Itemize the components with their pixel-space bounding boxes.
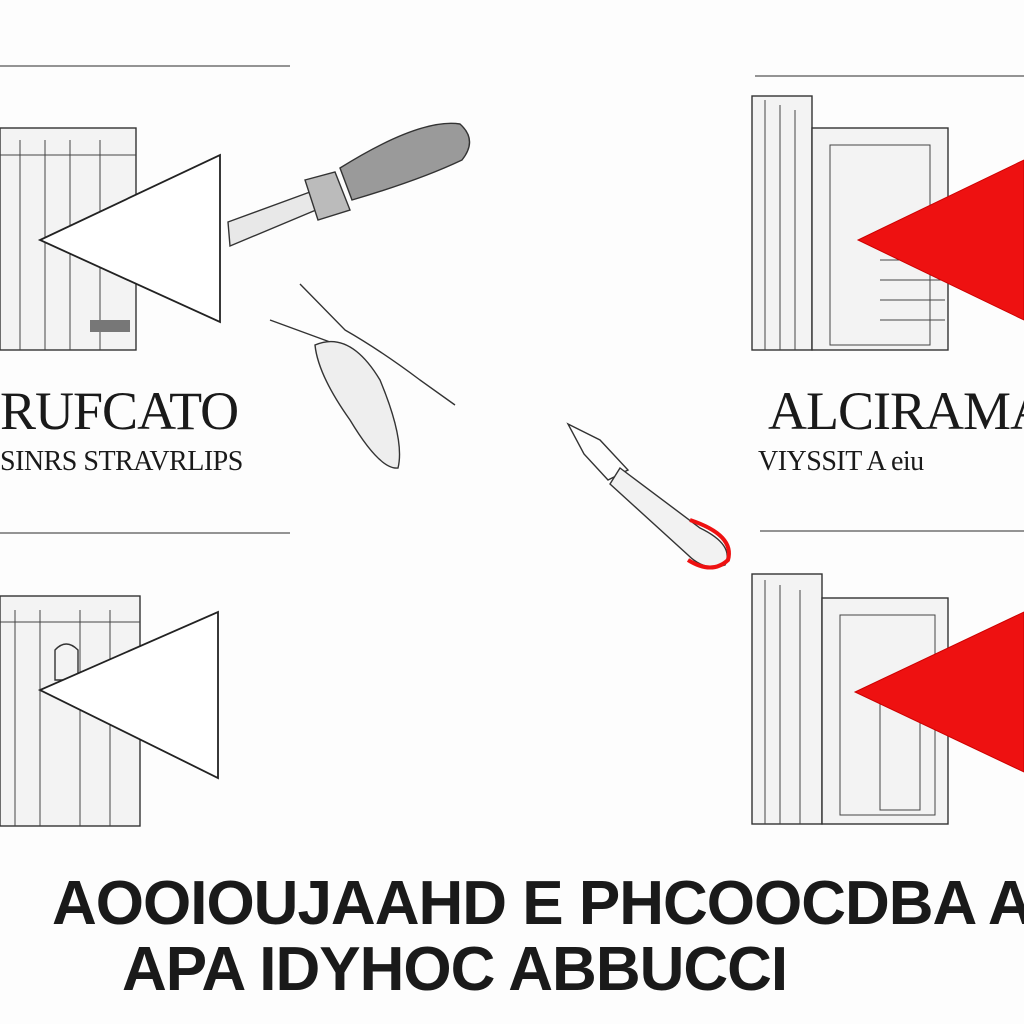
top-right-building bbox=[751, 95, 949, 351]
footer-line-2: APA IDYHOC ABBUCCI bbox=[122, 935, 788, 1004]
bottom-right-red-triangle bbox=[853, 611, 1024, 773]
brush-icon bbox=[566, 422, 731, 570]
top-right-red-triangle bbox=[856, 159, 1024, 321]
top-left-triangle bbox=[37, 153, 221, 324]
footer-line-1: AOOIOUJAAHD E PHCOOCDBA A bbox=[52, 869, 1024, 938]
screwdriver-icon bbox=[227, 122, 471, 248]
top-right-subtitle: VIYSSIT A eіu bbox=[758, 446, 924, 477]
bottom-left-triangle bbox=[37, 610, 219, 780]
pliers-icon bbox=[269, 283, 456, 469]
top-right-title: ALCIRAMA bbox=[768, 381, 1024, 441]
top-left-subtitle: SINRS STRAVRLIPS bbox=[0, 446, 243, 477]
top-left-title: RUFCATO bbox=[0, 381, 239, 441]
